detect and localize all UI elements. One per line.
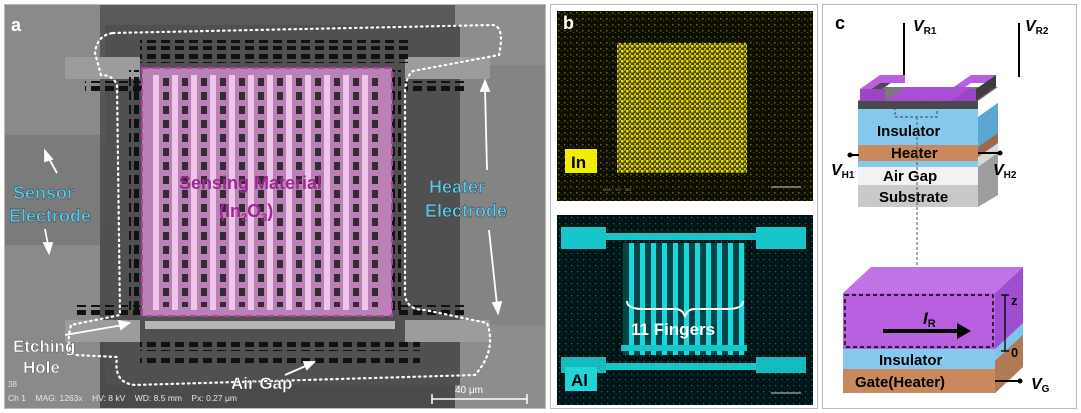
vg-label: VG [1031, 376, 1050, 395]
vr1-label: VR1 [913, 18, 937, 37]
gate-heater-layer [843, 369, 995, 393]
sensing-material-label-2: (In2O3) [219, 201, 273, 224]
info-bar-prefix: 38 [8, 380, 17, 389]
heater-electrode-label-2: Electrode [425, 201, 507, 221]
channel-layer [843, 293, 995, 349]
layer-label-heater: Heater [891, 145, 938, 162]
heater-electrode-label-1: Heater [429, 177, 485, 197]
al-fingers-region [623, 243, 745, 355]
panel-a-letter: a [11, 15, 22, 35]
bottom-insulator-layer [843, 349, 995, 369]
sensor-electrode-arrows [42, 148, 58, 256]
in-label: In [571, 153, 586, 172]
scale-bar-label: 40 μm [455, 385, 483, 396]
heater-electrode-arrows [479, 78, 503, 316]
air-gap-label: Air Gap [231, 374, 292, 393]
panel-c-letter: c [835, 13, 845, 33]
bottom-device-block [843, 267, 1023, 393]
in-label-box [565, 149, 597, 173]
etching-hole-label-1: Etching [13, 337, 75, 356]
top-insulator-layer [858, 109, 978, 121]
panel-c-device-schematic: c Insulator Heater [822, 4, 1077, 409]
top-device-stack [858, 73, 998, 207]
etching-hole-label-2: Hole [23, 358, 60, 377]
ir-label: IR [923, 309, 936, 330]
z-label: z [1011, 293, 1018, 308]
in-bright-square [617, 43, 747, 173]
layer-label-substrate: Substrate [879, 189, 948, 206]
air-gap-arrow [284, 361, 317, 376]
top-heater-layer [858, 145, 978, 161]
al-label: Al [571, 371, 588, 390]
panel-b-eds-maps: MAG · HV · WD In Al 11 Fingers b [550, 4, 818, 409]
layer-label-gate-heater: Gate(Heater) [855, 374, 945, 391]
layer-label-insulator-bottom: Insulator [879, 352, 943, 369]
zero-label: 0 [1011, 345, 1018, 360]
top-substrate-layer [858, 185, 978, 207]
panel-a-sem-image: 38 Ch 1 MAG: 1263x HV: 8 kV WD: 8.5 mm P… [4, 4, 546, 409]
sensor-electrode-label-1: Sensor [13, 183, 74, 203]
vr2-label: VR2 [1025, 18, 1049, 37]
layer-label-air-gap: Air Gap [883, 168, 937, 185]
top-air-gap-layer [858, 167, 978, 185]
fingers-brace [626, 300, 744, 318]
layer-label-insulator-top: Insulator [877, 123, 941, 140]
vh2-label: VH2 [993, 162, 1017, 181]
fingers-label: 11 Fingers [631, 320, 715, 339]
sensing-material-label-1: Sensing Material [179, 173, 322, 193]
sensor-electrode-label-2: Electrode [9, 206, 91, 226]
al-label-box [565, 367, 597, 391]
air-gap-outline [67, 23, 503, 387]
svg-text:MAG · HV · WD: MAG · HV · WD [603, 187, 632, 192]
panel-b-letter: b [563, 13, 574, 33]
sem-info-bar: Ch 1 MAG: 1263x HV: 8 kV WD: 8.5 mm Px: … [8, 393, 237, 403]
vh1-label: VH1 [831, 162, 855, 181]
etching-hole-arrow [64, 319, 132, 336]
